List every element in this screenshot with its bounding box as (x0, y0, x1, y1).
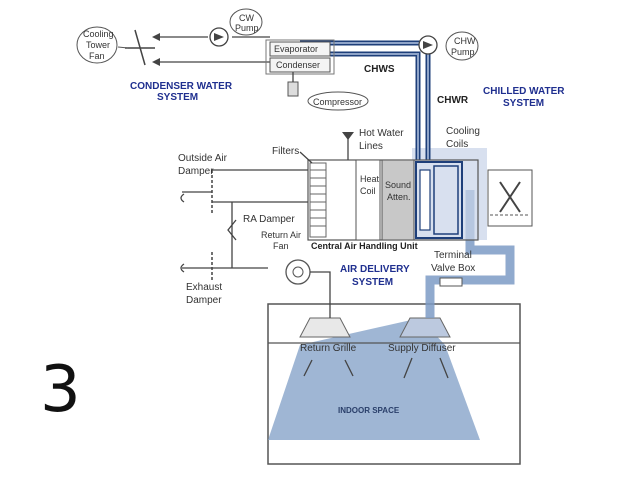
return-grille-hood (299, 317, 351, 338)
condenser-water-system-label-2: SYSTEM (157, 92, 198, 103)
return-arrow-right (344, 359, 354, 377)
cooling-tower-fan-label-1: Cooling (83, 29, 114, 39)
indoor-space-label: INDOOR SPACE (338, 406, 400, 415)
return-grille-label: Return Grille (300, 343, 357, 354)
exhaust-damper-label-2: Damper (186, 295, 222, 306)
sound-atten-label-2: Atten. (387, 192, 411, 202)
compressor-label-bubble (307, 91, 369, 111)
evaporator-box (269, 41, 331, 57)
condenser-label: Condenser (276, 60, 320, 70)
filters-leader-line (299, 151, 313, 164)
return-air-fan-label-2: Fan (273, 241, 289, 251)
outside-air-damper-label-2: Damper (178, 166, 214, 177)
chilled-water-system-label-1: CHILLED WATER (483, 86, 565, 97)
cw-pump-label-1: CW (239, 13, 254, 23)
chwr-label: CHWR (437, 95, 469, 106)
cw-arrow (152, 33, 160, 41)
hot-water-lines-label-2: Lines (359, 141, 383, 152)
chwr-pipe-inner (300, 53, 419, 160)
chws-label: CHWS (364, 64, 395, 75)
chiller-frame (265, 39, 335, 75)
hot-water-valve-icon (342, 132, 354, 140)
chilled-water-system-label-2: SYSTEM (503, 98, 544, 109)
filter-slats (310, 169, 326, 227)
ra-damper-icon (227, 219, 237, 241)
slide-number: 3 (40, 353, 81, 427)
supply-arrow-right (439, 357, 449, 379)
condenser-box (269, 57, 331, 73)
exhaust-damper-label-1: Exhaust (186, 282, 222, 293)
chw-pump-arrow (423, 41, 433, 49)
compressor-body (287, 81, 299, 97)
cooling-coil-left (419, 169, 431, 231)
cooling-coils-label-1: Cooling (446, 126, 480, 137)
return-air-duct (310, 271, 331, 318)
heat-coil-label-1: Heat (360, 174, 380, 184)
cw-pump-label-bubble (229, 8, 263, 36)
cw-pump-label-2: Pump (235, 23, 259, 33)
heat-coil-label-2: Coil (360, 186, 376, 196)
cw-return-arrow (152, 58, 160, 66)
return-air-fan-hub (292, 266, 304, 278)
supply-arrow-left (403, 357, 413, 379)
return-air-fan-label-1: Return Air (261, 230, 301, 240)
cooling-coils-box (415, 161, 463, 239)
oa-inlet-curl (180, 193, 185, 203)
supply-diffuser-label: Supply Diffuser (388, 343, 456, 354)
terminal-valve-box-icon (439, 277, 463, 287)
return-air-fan-icon (285, 259, 311, 285)
condenser-water-system-label-1: CONDENSER WATER (130, 81, 233, 92)
supply-fan-blade-b (499, 181, 521, 213)
sound-atten-label-1: Sound (385, 180, 411, 190)
sound-attenuator-box (381, 159, 415, 241)
compressor-label: Compressor (313, 97, 362, 107)
fan-connector (117, 46, 129, 49)
terminal-valve-box-label-1: Terminal (434, 250, 472, 261)
chw-pump-label-1: CHW (454, 36, 476, 46)
cw-pump-arrow (214, 33, 224, 41)
ra-damper-label: RA Damper (243, 214, 295, 225)
central-air-handling-unit-label: Central Air Handling Unit (311, 241, 418, 251)
terminal-valve-box-label-2: Valve Box (431, 263, 475, 274)
chw-pump-label-2: Pump (451, 47, 475, 57)
indoor-space-room (267, 303, 521, 465)
hot-water-lines-label-1: Hot Water (359, 128, 404, 139)
supply-air-zone (268, 318, 480, 440)
outside-air-damper-label-1: Outside Air (178, 153, 228, 164)
heat-coil-box (355, 159, 381, 241)
air-delivery-system-label-2: SYSTEM (352, 277, 393, 288)
return-arrow-left (303, 359, 313, 377)
exhaust-curl (180, 263, 185, 273)
air-delivery-system-label-1: AIR DELIVERY (340, 264, 410, 275)
cooling-tower-fan-label-3: Fan (89, 51, 105, 61)
cooling-coil-right (433, 165, 459, 235)
cooling-tower-fan-label-2: Tower (86, 40, 110, 50)
filters-label: Filters (272, 146, 299, 157)
cooling-coils-label-2: Coils (446, 139, 468, 150)
evaporator-label: Evaporator (274, 44, 318, 54)
chw-pump-label-bubble (445, 31, 479, 61)
cooling-tower-fan-circle (76, 26, 118, 64)
